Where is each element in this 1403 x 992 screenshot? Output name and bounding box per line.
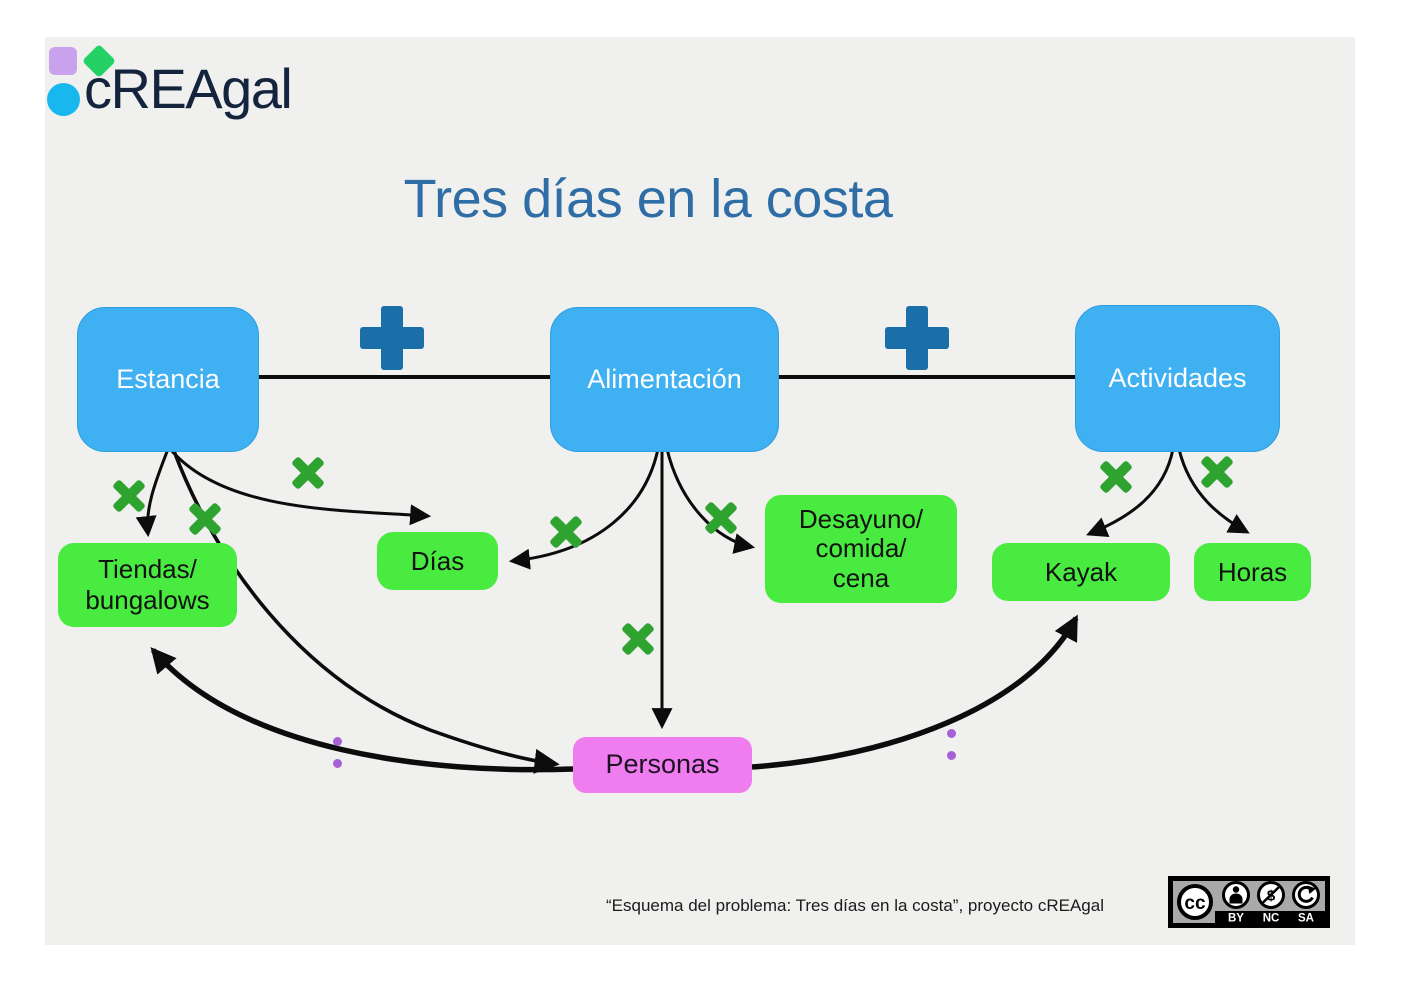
node-tiendas-bungalows: Tiendas/ bungalows bbox=[58, 543, 237, 627]
cc-nc-label: NC bbox=[1263, 913, 1280, 925]
cc-icon: cc bbox=[1177, 884, 1213, 920]
node-estancia: Estancia bbox=[77, 307, 259, 452]
attribution-caption: “Esquema del problema: Tres días en la c… bbox=[606, 896, 1104, 915]
logo-square-icon bbox=[49, 47, 77, 75]
plus-icon bbox=[885, 306, 949, 370]
multiply-icon bbox=[110, 477, 148, 515]
cc-nc-icon: $ bbox=[1257, 881, 1285, 909]
cc-by-icon bbox=[1222, 881, 1250, 909]
node-kayak: Kayak bbox=[992, 543, 1170, 601]
multiply-icon bbox=[547, 513, 585, 551]
node-desayuno-comida-cena: Desayuno/ comida/ cena bbox=[765, 495, 957, 603]
svg-text:cc: cc bbox=[1184, 893, 1206, 914]
node-dias: Días bbox=[377, 532, 498, 590]
plus-icon bbox=[360, 306, 424, 370]
cc-license-badge: cc $ BY NC SA bbox=[1168, 876, 1330, 928]
cc-by-label: BY bbox=[1228, 913, 1244, 925]
logo-brand: cREAgal bbox=[84, 57, 293, 120]
multiply-icon bbox=[702, 499, 740, 537]
multiply-icon bbox=[289, 454, 327, 492]
cc-sa-label: SA bbox=[1298, 913, 1314, 925]
node-actividades: Actividades bbox=[1075, 305, 1280, 452]
multiply-icon bbox=[619, 620, 657, 658]
divide-icon bbox=[946, 729, 956, 760]
cc-sa-icon bbox=[1292, 881, 1320, 909]
node-alimentacion: Alimentación bbox=[550, 307, 779, 452]
multiply-icon bbox=[186, 500, 224, 538]
logo-circle-icon bbox=[47, 83, 80, 116]
multiply-icon bbox=[1097, 458, 1135, 496]
node-personas: Personas bbox=[573, 737, 752, 793]
page-title: Tres días en la costa bbox=[403, 169, 893, 229]
node-horas: Horas bbox=[1194, 543, 1311, 601]
divide-icon bbox=[332, 737, 342, 768]
multiply-icon bbox=[1198, 453, 1236, 491]
